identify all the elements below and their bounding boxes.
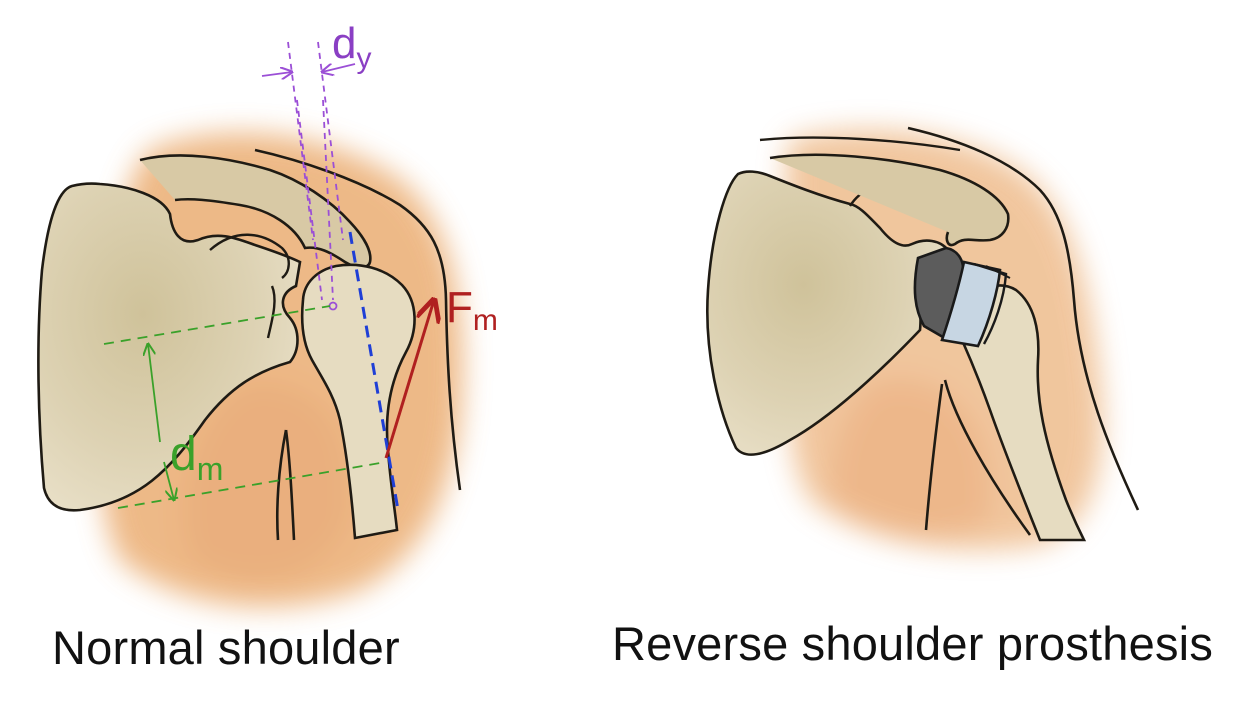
humerus-shaft-line-right <box>943 379 1032 536</box>
deltoid-outline-right <box>907 126 1140 511</box>
caption-reverse-prosthesis: Reverse shoulder prosthesis <box>612 617 1214 670</box>
fm-label: Fm <box>446 283 498 337</box>
rib-line-left <box>284 429 296 541</box>
dy-measure <box>261 41 356 311</box>
scapula-left <box>37 182 302 512</box>
humerus-right <box>960 284 1087 542</box>
dy-label: dy <box>332 19 371 75</box>
humeral-axis-line <box>348 231 400 511</box>
normal-shoulder-figure: dy dm Fm <box>37 19 498 607</box>
dm-label: dm <box>170 428 223 487</box>
rib-line-left-2 <box>275 429 288 541</box>
fm-force-arrow <box>384 300 434 459</box>
glenoid-rim-left <box>266 285 276 339</box>
dm-measure <box>103 305 387 509</box>
cup-rim-line <box>973 262 1008 345</box>
coracoid-left <box>209 233 290 279</box>
humeral-cup-component <box>940 260 1002 348</box>
caption-normal-shoulder: Normal shoulder <box>52 621 400 674</box>
reverse-prosthesis-figure <box>706 126 1140 550</box>
rib-line-right <box>924 383 944 531</box>
cup-rim-line-2 <box>985 265 1011 279</box>
clavicle-right <box>759 136 961 152</box>
acromion-right <box>769 153 1010 247</box>
